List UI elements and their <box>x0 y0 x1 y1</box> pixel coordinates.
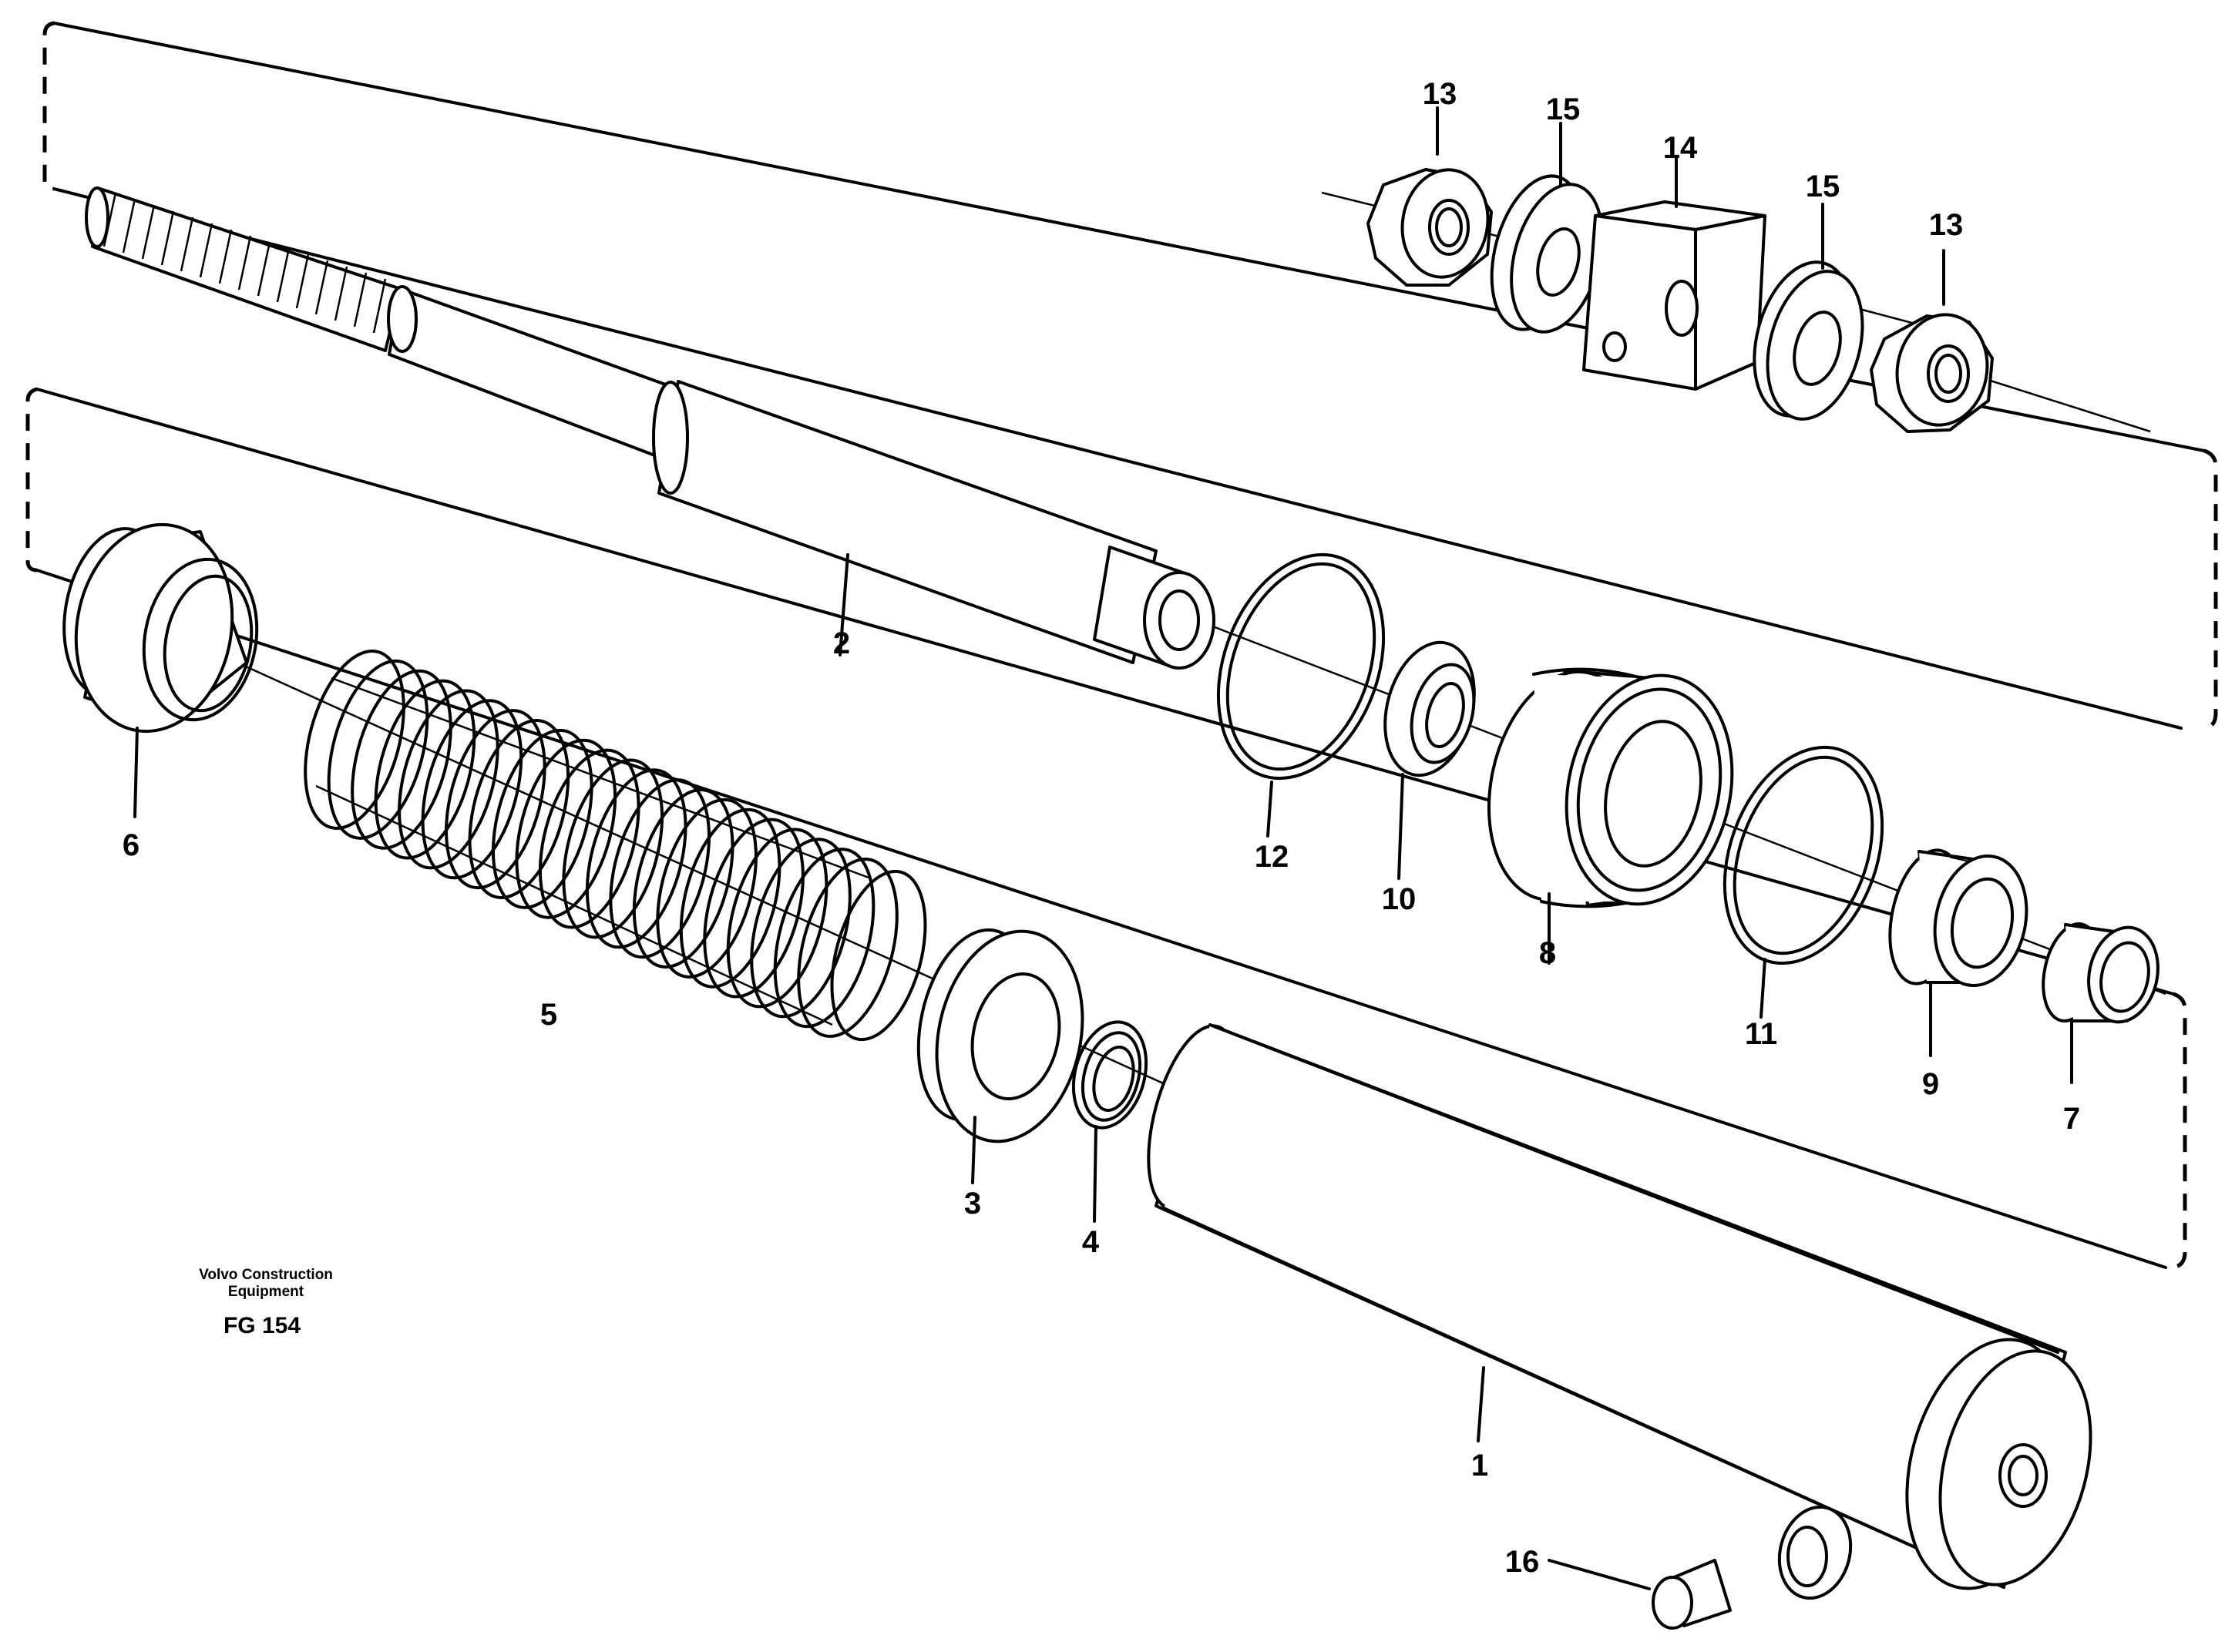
callout-8: 8 <box>1539 936 1556 970</box>
callout-4: 4 <box>1082 1225 1100 1259</box>
callout-9: 9 <box>1922 1067 1939 1101</box>
spring-coil <box>492 728 593 909</box>
spring-coil <box>726 828 828 1009</box>
lower-assembly-outline <box>25 387 2187 1270</box>
spring-coil <box>703 818 805 999</box>
spring-coil <box>304 650 405 830</box>
caption: Volvo Construction Equipment FG 154 <box>199 1267 333 1338</box>
callout-11: 11 <box>1745 1017 1777 1051</box>
spring-coil <box>632 788 734 969</box>
cylinder-body-1 <box>1147 1023 2092 1590</box>
spring-coil <box>797 858 899 1038</box>
piston-rod <box>85 186 1215 670</box>
figure-code: FG 154 <box>224 1313 301 1338</box>
callout-6: 6 <box>123 828 139 862</box>
end-cap-6 <box>62 522 259 818</box>
seal-4 <box>1071 1020 1148 1223</box>
o-ring-11 <box>1723 745 1884 1019</box>
spring-coil <box>327 659 429 840</box>
spring-coil <box>468 719 570 899</box>
callout-7: 7 <box>2063 1102 2080 1136</box>
plug-16 <box>1548 1505 1853 1630</box>
spring-coil <box>585 768 687 949</box>
spring-coil <box>515 738 617 919</box>
callout-1: 1 <box>1471 1449 1488 1482</box>
callout-16: 16 <box>1505 1545 1540 1579</box>
spring-coil <box>398 689 499 870</box>
spring-coil <box>562 758 664 939</box>
callout-5: 5 <box>540 998 557 1032</box>
bushing-9 <box>1888 848 2028 1057</box>
spring-coil <box>679 808 781 989</box>
spring-coil <box>421 699 523 880</box>
callout-14: 14 <box>1663 131 1698 165</box>
callout-15b: 15 <box>1806 170 1840 203</box>
callout-2: 2 <box>833 626 850 660</box>
callouts: 1 2 3 4 5 6 7 8 9 10 11 12 13 13 14 15 1… <box>123 77 2080 1579</box>
nut-13a <box>1366 106 1493 287</box>
seal-10 <box>1383 640 1476 880</box>
callout-13a: 13 <box>1423 77 1457 111</box>
spring-coil <box>750 838 852 1019</box>
spring-coil <box>445 709 546 890</box>
callout-3: 3 <box>964 1187 981 1221</box>
callout-13b: 13 <box>1929 208 1964 242</box>
piston-8 <box>1487 667 1734 965</box>
spring-end-coil <box>830 869 927 1042</box>
washer-15a <box>1490 122 1604 334</box>
nut-13b <box>1870 249 1994 433</box>
spring-coil <box>538 748 640 929</box>
o-ring-12 <box>1216 552 1386 838</box>
washer-15b <box>1753 203 1864 421</box>
caption-company-line2: Equipment <box>228 1284 304 1300</box>
callout-15a: 15 <box>1546 92 1581 126</box>
spring-coil <box>351 669 452 850</box>
spring-coil <box>773 848 876 1029</box>
block-14 <box>1582 156 1766 391</box>
spring-5 <box>304 650 927 1042</box>
bushing-7 <box>2042 922 2159 1084</box>
callout-12: 12 <box>1255 840 1289 874</box>
rod-thread <box>103 192 387 334</box>
spring-coil <box>656 797 758 979</box>
spring-coil <box>374 679 476 860</box>
callout-10: 10 <box>1382 882 1417 916</box>
spring-seat-3 <box>916 928 1084 1184</box>
caption-company: Volvo Construction <box>199 1267 333 1283</box>
spring-coil <box>609 778 711 959</box>
